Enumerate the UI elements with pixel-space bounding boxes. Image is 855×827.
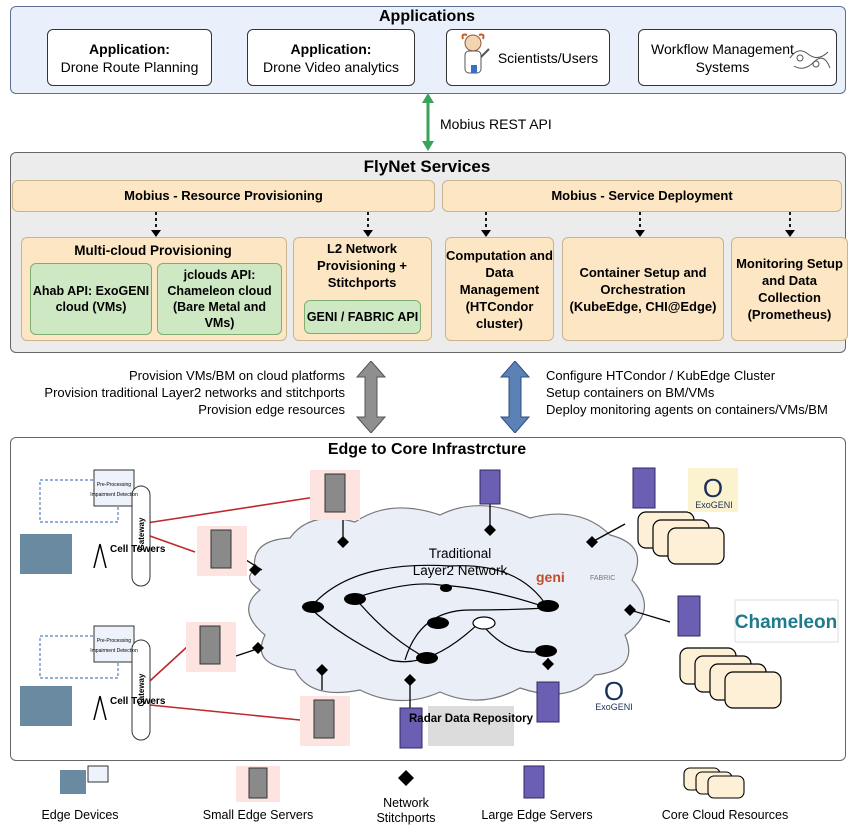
configure-line-1: Configure HTCondor / KubEdge Cluster: [546, 368, 776, 383]
legend-icons: [60, 765, 745, 802]
provision-line-1: Provision VMs/BM on cloud platforms: [128, 368, 345, 383]
provision-line-3: Provision edge resources: [198, 402, 345, 417]
configure-line-2: Setup containers on BM/VMs: [546, 385, 715, 400]
geni-fabric-api-box[interactable]: GENI / FABRIC API: [304, 300, 421, 334]
container-label: Container Setup and Orchestration (KubeE…: [569, 264, 717, 314]
legend-large-server-icon: [523, 765, 545, 799]
app3-label: Scientists/Users: [497, 49, 599, 66]
configure-line-3: Deploy monitoring agents on containers/V…: [546, 402, 828, 417]
blue-double-arrow: [499, 361, 531, 433]
app-drone-route-planning[interactable]: Application: Drone Route Planning: [47, 29, 212, 86]
mobius-rest-api-arrow: [422, 93, 434, 151]
app2-name: Drone Video analytics: [263, 58, 399, 75]
computation-label: Computation and Data Management (HTCondo…: [446, 247, 553, 331]
preprocessing-label-1: Pre-Processing: [97, 482, 131, 488]
provision-text-left: Provision VMs/BM on cloud platforms Prov…: [0, 367, 345, 418]
radar-label: Radar Data Repository: [409, 713, 534, 725]
legend-stitchports-line2: Stitchports: [376, 811, 436, 825]
app2-heading: Application:: [290, 40, 372, 57]
legend-large-edge-servers: Large Edge Servers: [481, 808, 593, 822]
edge-core-diagram: O ExoGENI ExoGENI O Chameleon geni FABRI…: [20, 467, 839, 749]
chameleon-logo-text: Chameleon: [735, 612, 837, 633]
app1-heading: Application:: [89, 40, 170, 57]
impairment-label-1: Impairment Detection: [90, 492, 138, 498]
scientist-icon: [461, 33, 490, 74]
flynet-dotted-connectors: [151, 212, 795, 237]
monitoring-box[interactable]: Monitoring Setup and Data Collection (Pr…: [731, 237, 848, 341]
cell-towers-label-2: Cell Towers: [110, 696, 166, 707]
app1-name: Drone Route Planning: [60, 58, 199, 75]
legend-small-edge-servers: Small Edge Servers: [202, 808, 314, 822]
gateway-label-1: Gateway: [137, 517, 146, 550]
network-label-line1: Traditional: [429, 546, 492, 561]
configure-text-right: Configure HTCondor / KubEdge Cluster Set…: [546, 367, 851, 418]
svg-text:O: O: [604, 676, 624, 706]
app4-line2: Systems: [695, 58, 750, 75]
l2-network-title: L2 Network Provisioning + Stitchports: [317, 241, 407, 290]
fabric-logo-text: FABRIC: [590, 575, 615, 582]
exogeni-logo-text-1: ExoGENI: [695, 500, 733, 510]
legend-stitchport-icon: [398, 770, 414, 786]
app-drone-video-analytics[interactable]: Application: Drone Video analytics: [247, 29, 415, 86]
mobius-rest-api-label: Mobius REST API: [440, 116, 552, 132]
legend-edge-devices: Edge Devices: [41, 808, 119, 822]
grey-double-arrow: [355, 361, 387, 433]
monitoring-label: Monitoring Setup and Data Collection (Pr…: [736, 256, 843, 322]
app-workflow-management[interactable]: Workflow Management Systems: [638, 29, 837, 86]
legend-network-stitchports: Network Stitchports: [360, 796, 452, 826]
legend-stitchports-line1: Network: [383, 796, 429, 810]
svg-text:O: O: [703, 473, 723, 503]
multicloud-title: Multi-cloud Provisioning: [74, 243, 232, 258]
resource-provisioning-box[interactable]: Mobius - Resource Provisioning: [12, 180, 435, 212]
edge-core-title: Edge to Core Infrastrcture: [327, 441, 527, 458]
network-label-line2: Layer2 Network: [413, 563, 508, 578]
workflow-sketch-icon: [789, 50, 831, 69]
applications-title: Applications: [378, 8, 475, 25]
exogeni-logo-text-2: ExoGENI: [595, 702, 633, 712]
cell-towers-label-1: Cell Towers: [110, 544, 166, 555]
app4-line1: Workflow Management: [651, 40, 794, 57]
computation-data-box[interactable]: Computation and Data Management (HTCondo…: [445, 237, 554, 341]
legend-core-cloud-resources: Core Cloud Resources: [661, 808, 789, 822]
container-setup-box[interactable]: Container Setup and Orchestration (KubeE…: [562, 237, 724, 341]
jclouds-api-box[interactable]: jclouds API: Chameleon cloud (Bare Metal…: [157, 263, 282, 335]
ahab-api-box[interactable]: Ahab API: ExoGENI cloud (VMs): [30, 263, 152, 335]
preprocessing-label-2: Pre-Processing: [97, 638, 131, 644]
provision-line-2: Provision traditional Layer2 networks an…: [44, 385, 345, 400]
flynet-title: FlyNet Services: [363, 157, 491, 176]
service-deployment-box[interactable]: Mobius - Service Deployment: [442, 180, 842, 212]
impairment-label-2: Impairment Detection: [90, 648, 138, 654]
legend-edge-device-icon: [60, 770, 86, 794]
legend-core-cloud-icon: [683, 767, 745, 799]
gateway-label-2: Gateway: [137, 673, 146, 706]
geni-logo-text: geni: [536, 569, 565, 585]
